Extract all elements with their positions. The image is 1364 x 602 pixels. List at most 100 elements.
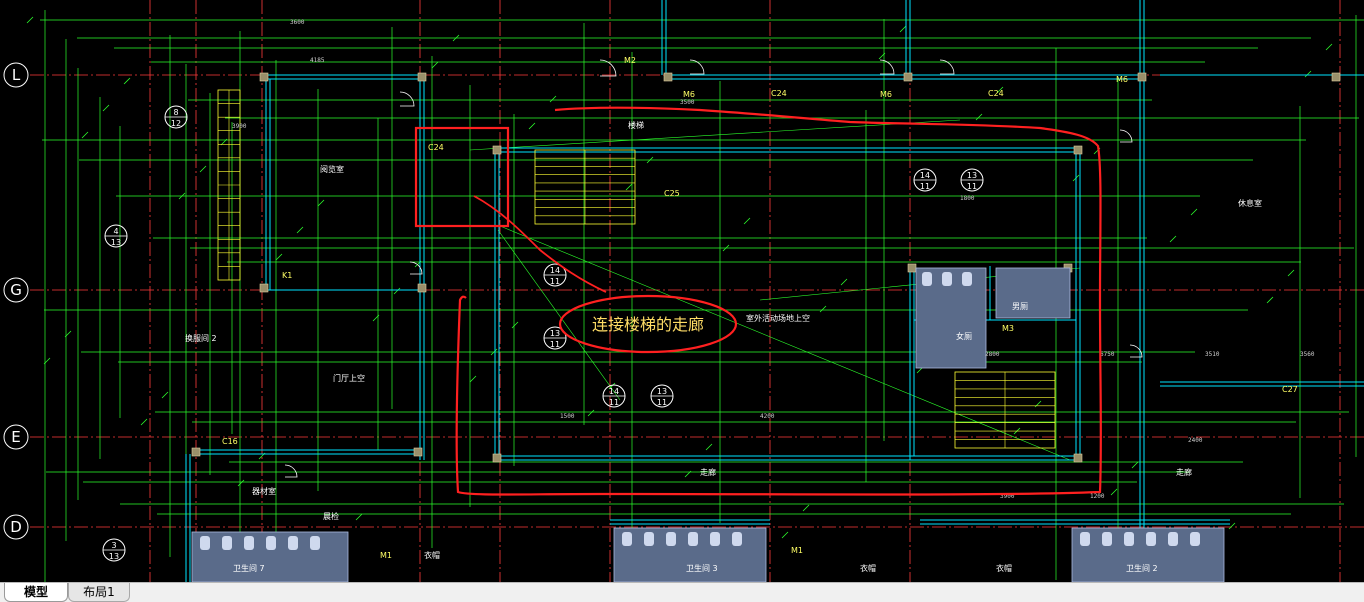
dimension-text: 3900: [232, 123, 247, 130]
door-swing: [409, 261, 423, 275]
dimension-tick: [840, 278, 848, 286]
dimension-text: 1500: [560, 413, 575, 420]
dimension-text: 4200: [760, 413, 775, 420]
toilet-fixture: [1102, 532, 1112, 546]
door-label: C24: [428, 143, 444, 152]
toilet-fixture: [962, 272, 972, 286]
dimension-tick: [102, 104, 110, 112]
callout-ellipse: [558, 294, 738, 354]
dimension-tick: [372, 314, 380, 322]
column: [663, 72, 673, 82]
room-label: 换服间 2: [185, 333, 217, 343]
dimension-text: 3560: [1300, 351, 1315, 358]
stairs-layer: [217, 89, 1056, 449]
dimension-tick: [452, 34, 460, 42]
dimension-tick: [178, 192, 186, 200]
dimension-tick: [802, 504, 810, 512]
toilet-fixture: [1168, 532, 1178, 546]
axis-reference-top: 3: [111, 541, 116, 550]
door-label: K1: [282, 271, 292, 280]
column: [259, 283, 269, 293]
room-label: 楼梯: [628, 120, 644, 130]
dimension-tick: [528, 122, 536, 130]
door-swing: [939, 59, 955, 75]
dimension-tick: [587, 409, 595, 417]
toilet-fixture: [266, 536, 276, 550]
axis-reference-top: 13: [657, 387, 667, 396]
axis-reference-bottom: 11: [657, 398, 667, 407]
dimension-tick: [819, 305, 827, 313]
axis-reference-bottom: 11: [550, 340, 560, 349]
dimension-text: 4185: [310, 57, 325, 64]
dimension-tick: [490, 348, 498, 356]
dimension-text: 3900: [1000, 493, 1015, 500]
room-label: 衣帽: [424, 550, 440, 560]
door-label: M6: [683, 90, 695, 99]
dimension-text: 3500: [680, 99, 695, 106]
room-label: 器材室: [252, 486, 276, 496]
door-label: M6: [880, 90, 892, 99]
grid-axis-label: D: [10, 518, 22, 536]
axis-reference-top: 13: [967, 171, 977, 180]
toilet-fixture: [644, 532, 654, 546]
dimension-tick: [975, 113, 983, 121]
door-label: C27: [1282, 385, 1298, 394]
tab-model[interactable]: 模型: [4, 583, 68, 602]
toilet-fixture: [922, 272, 932, 286]
dimension-tick: [296, 226, 304, 234]
room-label: 阅览室: [320, 164, 344, 174]
dimension-text: 3600: [290, 19, 305, 26]
tab-layout1[interactable]: 布局1: [68, 583, 130, 602]
dimension-tick: [393, 287, 401, 295]
room-label: 门厅上空: [333, 373, 365, 383]
dimension-tick: [64, 330, 72, 338]
grid-axis-bubble: [3, 62, 29, 88]
dimension-text: 2400: [1188, 437, 1203, 444]
door-label: C24: [988, 89, 1004, 98]
axis-reference-top: 4: [113, 227, 118, 236]
door-label: M3: [1002, 324, 1014, 333]
axis-reference-bottom: 13: [109, 552, 119, 561]
room-label: 男厕: [1012, 302, 1028, 311]
toilet-fixture: [1080, 532, 1090, 546]
room-label: 走廊: [1176, 467, 1192, 477]
axis-reference-top: 14: [920, 171, 930, 180]
dimension-tick: [1034, 400, 1042, 408]
axis-reference-bottom: 11: [550, 277, 560, 286]
grid-axis-bubble: [3, 424, 29, 450]
dimension-text: 6750: [1100, 351, 1115, 358]
column: [417, 283, 427, 293]
toilet-fixture: [1190, 532, 1200, 546]
axis-reference-top: 14: [550, 266, 560, 275]
column: [1073, 145, 1083, 155]
dimension-tick: [469, 375, 477, 383]
axis-reference-top: 14: [609, 387, 619, 396]
toilet-fixture: [310, 536, 320, 550]
dimension-tick: [140, 418, 148, 426]
axis-reference-bottom: 12: [171, 119, 181, 128]
dimension-tick: [743, 217, 751, 225]
dimension-tick: [1169, 235, 1177, 243]
column: [259, 72, 269, 82]
room-label: 走廊: [700, 467, 716, 477]
room-label: 晨检: [323, 511, 339, 521]
axis-reference-bottom: 11: [920, 182, 930, 191]
door-label: M1: [791, 546, 803, 555]
dimension-tick: [646, 156, 654, 164]
grid-axis-label: L: [12, 66, 21, 84]
door-label: C16: [222, 437, 238, 446]
axis-reference-bottom: 11: [967, 182, 977, 191]
dimension-tick: [781, 531, 789, 539]
column: [907, 263, 917, 273]
dimension-tick: [1304, 70, 1312, 78]
dimension-tick: [237, 479, 245, 487]
dimension-tick: [996, 86, 1004, 94]
room-label: 女厕: [956, 331, 972, 341]
toilet-fixtures-layer: [191, 267, 1225, 582]
dimension-tick: [722, 244, 730, 252]
dimension-tick: [317, 199, 325, 207]
dimension-tick: [684, 470, 692, 478]
